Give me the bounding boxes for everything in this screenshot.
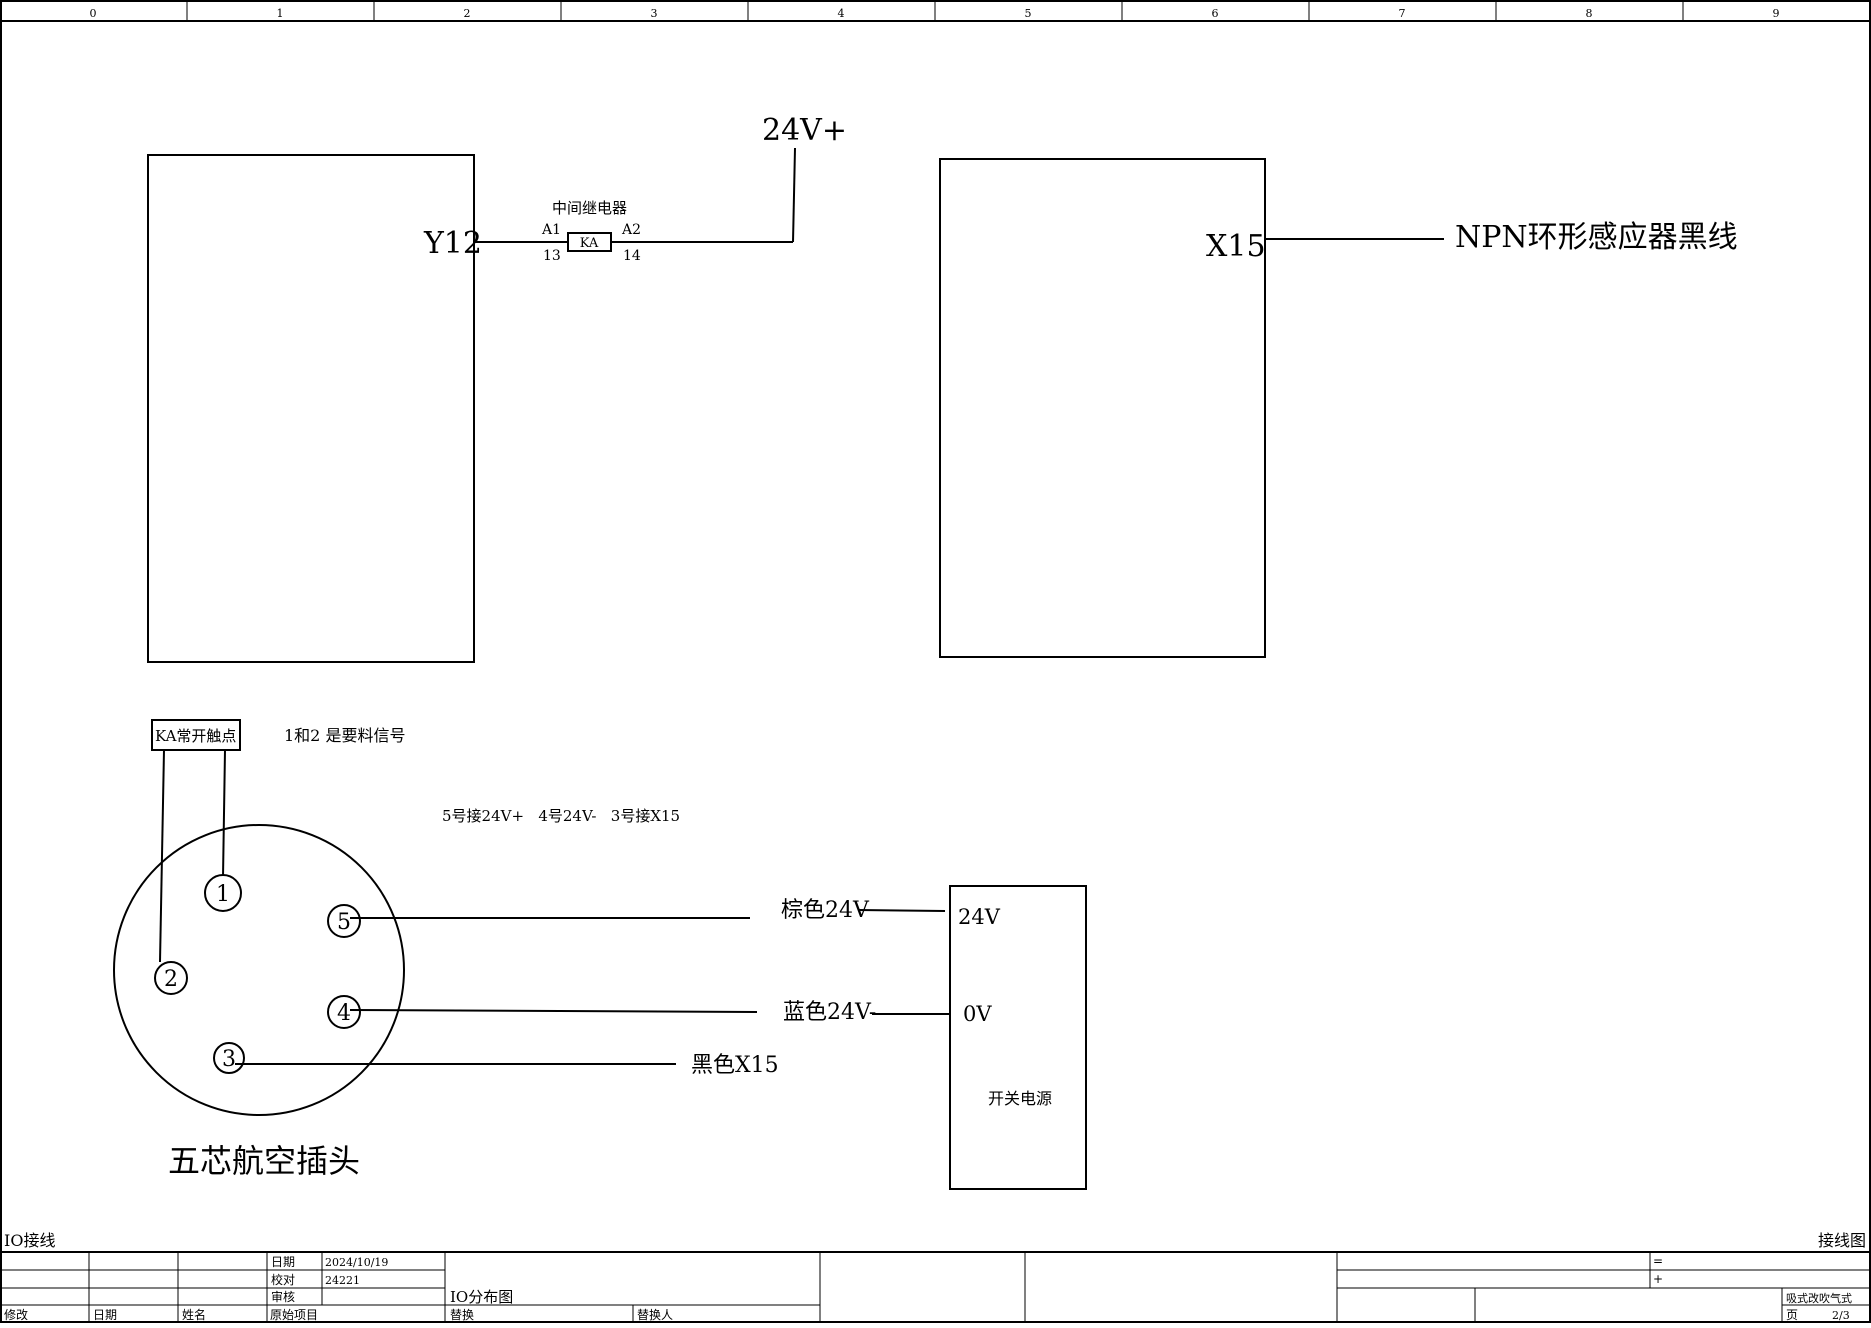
connector-pin-5-label: 5 [337,910,351,935]
supply-24v-plus-label: 24V+ [762,113,847,148]
connector-pin-4-label: 4 [337,1001,351,1026]
footer-replace-label: 替换 [450,1308,474,1322]
footer-date-col-label: 日期 [93,1308,117,1322]
footer-original-project-label: 原始项目 [270,1308,318,1322]
psu-24v-terminal: 24V [958,905,1001,929]
connector-pin-2-label: 2 [164,967,178,992]
input-x15-label: X15 [1206,229,1266,264]
connector-pin-5 [327,904,361,938]
ruler-col-9: 9 [1773,7,1780,20]
footer-name-label: 姓名 [182,1307,206,1322]
footer-drawing-name: IO分布图 [450,1288,513,1306]
ruler-col-7: 7 [1399,7,1406,20]
ruler-dividers [186,1,1684,21]
footer-eq-symbol: = [1653,1254,1663,1268]
connector-pin-3 [213,1042,245,1074]
footer-check-value: 24221 [325,1274,360,1287]
relay-coil-label: KA [580,236,599,251]
blue-wire-label: 蓝色24V- [783,1000,876,1025]
plc-input-block [939,158,1266,658]
wire-contact-to-pin2 [159,749,165,963]
ruler-col-1: 1 [277,7,284,20]
relay-pin-13: 13 [543,248,561,264]
footer-modify-label: 修改 [4,1307,28,1322]
footer-plus-symbol: + [1653,1272,1663,1286]
relay-pin-a1: A1 [541,222,561,238]
footer-check-label: 校对 [271,1272,295,1287]
ruler-col-2: 2 [464,7,471,20]
footer-review-label: 审核 [271,1289,295,1304]
footer-page-label: 页 [1786,1308,1798,1322]
footer-date-label: 日期 [271,1255,295,1269]
wire-supply-riser [792,147,796,243]
wire-brown-to-psu [857,909,946,912]
ruler-col-6: 6 [1212,7,1219,20]
relay-pin-14: 14 [623,248,641,264]
ruler-col-4: 4 [838,7,845,20]
aviation-connector-body [113,824,405,1116]
aviation-connector-caption: 五芯航空插头 [168,1142,360,1180]
output-y12-label: Y12 [423,226,482,261]
plc-output-block [147,154,475,663]
ruler-col-0: 0 [90,7,97,20]
footer-page-value: 2/3 [1832,1309,1850,1322]
footer-right-title: 接线图 [1818,1231,1866,1250]
connector-pin-4 [327,995,361,1029]
connector-pin-1-label: 1 [216,882,230,907]
footer-date-value: 2024/10/19 [325,1256,388,1269]
ka-contact-box [151,719,241,751]
brown-wire-label: 棕色24V [781,898,870,923]
black-wire-label: 黑色X15 [691,1053,779,1078]
ruler-col-3: 3 [651,7,658,20]
ruler-col-5: 5 [1025,7,1032,20]
footer-replaced-by-label: 替换人 [637,1308,673,1322]
connector-pin-3-label: 3 [222,1047,236,1072]
relay-title: 中间继电器 [552,199,627,217]
connector-pin-1 [204,874,242,912]
psu-0v-terminal: 0V [963,1002,992,1026]
signal-note: 1和2 是要料信号 [284,726,405,745]
pin-assignment-note: 5号接24V+ 4号24V- 3号接X15 [442,807,680,825]
footer-project-name: 吸式改吹气式 [1786,1291,1852,1305]
psu-title: 开关电源 [988,1089,1052,1108]
connector-pin-2 [154,961,188,995]
title-block-grid [0,1251,1871,1323]
ka-contact-label: KA常开触点 [155,727,236,745]
ruler-col-8: 8 [1586,7,1593,20]
wire-pin4-blue [349,1009,758,1013]
footer-left-title: IO接线 [4,1231,55,1250]
npn-sensor-wire-label: NPN环形感应器黑线 [1455,220,1738,255]
switching-power-supply [949,885,1087,1190]
relay-pin-a2: A2 [621,222,641,238]
wire-contact-to-pin1 [222,749,226,878]
